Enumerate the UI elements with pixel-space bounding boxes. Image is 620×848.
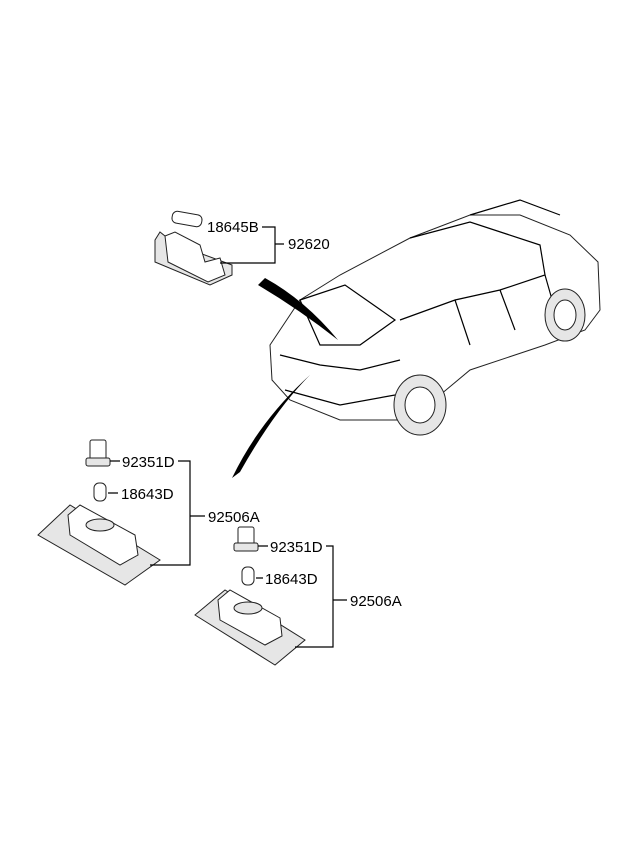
part-92620-lamp-housing [154, 231, 233, 286]
leader-bracket-92506A-right [256, 545, 347, 648]
part-18645B-bulb [171, 210, 203, 228]
car-illustration [269, 199, 601, 436]
label-18643D-right: 18643D [265, 571, 318, 588]
part-92351D-socket-right [233, 526, 259, 552]
part-18643D-bulb-left [93, 482, 107, 502]
leader-bracket-92620 [220, 226, 284, 264]
leader-bracket-92506A-left [108, 460, 205, 566]
label-92506A-right: 92506A [350, 593, 402, 610]
label-92620: 92620 [288, 236, 330, 253]
label-18645B: 18645B [207, 219, 259, 236]
part-92506A-lamp-left [37, 504, 161, 586]
label-92506A-left: 92506A [208, 509, 260, 526]
label-92351D-right: 92351D [270, 539, 323, 556]
part-92506A-lamp-right [194, 589, 306, 666]
label-92351D-left: 92351D [122, 454, 175, 471]
part-18643D-bulb-right [241, 566, 255, 586]
pointer-arrow-top [258, 278, 338, 340]
label-18643D-left: 18643D [121, 486, 174, 503]
part-92351D-socket-left [85, 439, 111, 467]
pointer-arrow-bottom [232, 375, 310, 478]
